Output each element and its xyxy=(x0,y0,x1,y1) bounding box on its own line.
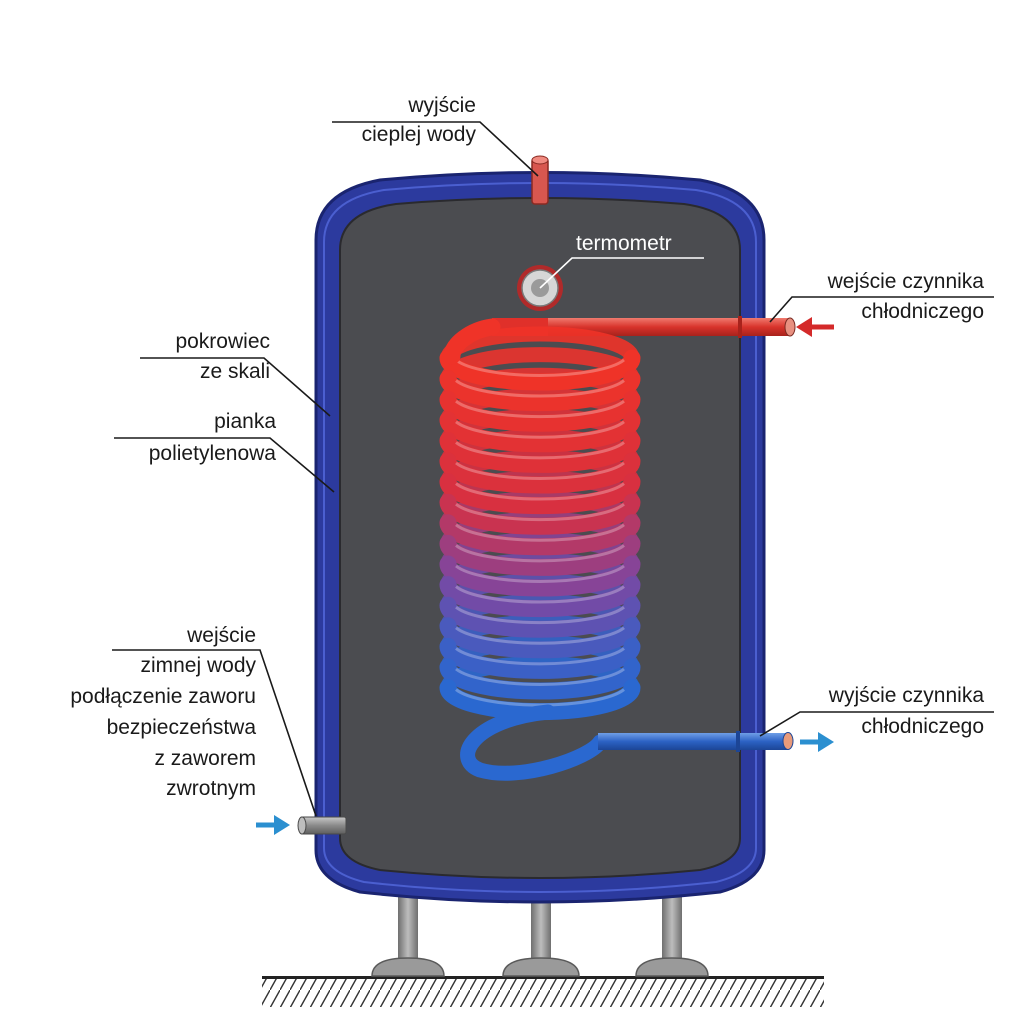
coil-turn-highlight xyxy=(455,420,625,439)
coil-turn-front xyxy=(439,452,641,494)
coil-turn-highlight xyxy=(455,523,625,542)
outlet-arrow-icon xyxy=(800,732,834,752)
coil-turn-front xyxy=(439,658,641,700)
coil-turn-highlight xyxy=(455,461,625,480)
coil-turn-highlight xyxy=(455,667,625,686)
coil-turn-front xyxy=(439,596,641,638)
coil-turn-highlight xyxy=(455,358,625,377)
coil-turn-highlight xyxy=(455,606,625,625)
label-foam-line2: polietylenowa xyxy=(149,442,277,465)
coil-turn-front xyxy=(439,637,641,679)
label-refrigerant-outlet: wyjście czynnika chłodniczego xyxy=(828,684,985,738)
coil-turn-front xyxy=(439,390,641,432)
coil-turn-front xyxy=(439,349,641,391)
heat-exchanger-coil xyxy=(439,318,641,781)
label-refrigerant-outlet-line1: wyjście czynnika xyxy=(828,684,985,707)
tank-legs xyxy=(371,890,709,977)
label-cover-line1: pokrowiec xyxy=(175,330,270,353)
ground-hatch xyxy=(262,976,824,1007)
label-cold-water-line5: z zaworem xyxy=(154,747,256,770)
refrigerant-inlet-pipe xyxy=(548,316,796,338)
coil-bottom-tail xyxy=(460,704,608,781)
label-cover-line2: ze skali xyxy=(200,360,270,383)
label-cold-water-line6: zwrotnym xyxy=(166,777,256,800)
hot-water-outlet-pipe xyxy=(531,155,549,205)
coil-turn-front xyxy=(439,411,641,453)
coil-turn-front xyxy=(439,431,641,473)
coil-turn-highlight xyxy=(455,688,625,707)
label-cold-water-line1: wejście xyxy=(186,624,256,647)
label-refrigerant-inlet-line1: wejście czynnika xyxy=(827,270,985,293)
coil-turn-highlight xyxy=(455,400,625,419)
coil-turn-highlight xyxy=(455,379,625,398)
cold-water-inlet-pipe xyxy=(297,816,347,835)
refrigerant-outlet-pipe xyxy=(598,731,794,752)
cold-inlet-arrow-icon xyxy=(256,815,290,835)
coil-top-link xyxy=(443,318,501,365)
label-cold-water-line2: zimnej wody xyxy=(140,654,256,677)
coil-turn-front xyxy=(439,370,641,412)
label-hot-water-outlet: wyjście cieplej wody xyxy=(362,94,477,146)
label-foam: pianka polietylenowa xyxy=(149,410,277,465)
coil-turn-highlight xyxy=(455,564,625,583)
inlet-arrow-icon xyxy=(796,317,834,337)
label-cold-water-inlet: wejście zimnej wody podłączenie zaworu b… xyxy=(70,624,256,800)
label-foam-line1: pianka xyxy=(214,410,276,433)
coil-turn-highlight xyxy=(455,441,625,460)
label-hot-water-outlet-line2: cieplej wody xyxy=(362,123,477,146)
label-refrigerant-outlet-line2: chłodniczego xyxy=(861,715,984,738)
coil-turn-front xyxy=(439,576,641,618)
coil-turn-front xyxy=(439,473,641,515)
label-hot-water-outlet-line1: wyjście xyxy=(407,94,476,117)
coil-turn-front xyxy=(439,555,641,597)
coil-turn-front xyxy=(439,617,641,659)
label-thermometer: termometr xyxy=(576,232,672,255)
coil-turn-highlight xyxy=(455,626,625,645)
label-cold-water-line4: bezpieczeństwa xyxy=(107,716,257,739)
leader-lines xyxy=(112,121,994,817)
coil-turn-highlight xyxy=(455,585,625,604)
coil-turn-front xyxy=(439,493,641,535)
coil-turn-highlight xyxy=(455,544,625,563)
coil-turn-highlight xyxy=(455,482,625,501)
label-refrigerant-inlet-line2: chłodniczego xyxy=(861,300,984,323)
coil-turn-highlight xyxy=(455,503,625,522)
label-cold-water-line3: podłączenie zaworu xyxy=(70,685,256,708)
label-refrigerant-inlet: wejście czynnika chłodniczego xyxy=(827,270,985,323)
coil-turn-front xyxy=(439,514,641,556)
coil-turn-highlight xyxy=(455,647,625,666)
coil-turn-front xyxy=(439,534,641,576)
label-cover: pokrowiec ze skali xyxy=(175,330,270,383)
